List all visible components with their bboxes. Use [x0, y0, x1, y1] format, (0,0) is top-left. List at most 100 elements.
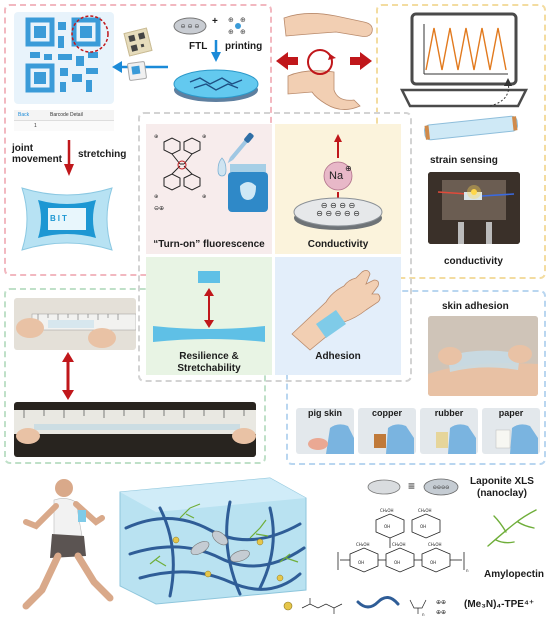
resilience-label: Resilience &Stretchability: [177, 351, 241, 374]
svg-text:⊖ ⊖ ⊖ ⊖ ⊖: ⊖ ⊖ ⊖ ⊖ ⊖: [316, 209, 360, 218]
gel-network-block: [119, 477, 307, 605]
svg-text:n: n: [466, 568, 469, 573]
svg-text:⊕: ⊕: [240, 28, 246, 36]
dropper-vial-icon: [217, 132, 268, 212]
svg-text:⊖⊖⊖⊖: ⊖⊖⊖⊖: [433, 485, 450, 491]
gel-block-small: [198, 271, 220, 283]
conductivity-photo-label: conductivity: [444, 256, 503, 267]
svg-text:OH: OH: [420, 524, 426, 529]
svg-text:⊕⊕: ⊕⊕: [436, 599, 446, 606]
paper-icon: [495, 424, 538, 454]
arrow-down-red: [64, 140, 74, 176]
substrate-copper: [358, 408, 416, 454]
dashed-curve-arrow: [489, 78, 512, 107]
arrow-down-blue: [211, 40, 221, 62]
svg-text:⊕: ⊕: [240, 16, 246, 24]
ruler-icon: [16, 313, 136, 348]
app-back-link[interactable]: Back: [18, 112, 30, 118]
svg-text:OH: OH: [358, 560, 364, 565]
mini-qr-icon: [128, 32, 146, 52]
arrow-stretch-updown: [62, 352, 74, 400]
laponite-disk-charged: ⊖⊖⊖⊖: [423, 478, 459, 496]
ion-charge: ⊕: [345, 164, 352, 173]
led-circuit-icon: [428, 172, 520, 244]
tpe-structure-icon: ⊕ ⊕ ⊕ ⊕ ⊖⊕: [154, 134, 206, 212]
long-ruler-icon: [14, 410, 256, 444]
tpe-molecule-icon: ⊕ ⊕ ⊕ ⊕: [228, 16, 246, 36]
stretching-label: stretching: [78, 149, 127, 160]
stretched-tag: [21, 187, 113, 251]
unstretched-photo: [14, 298, 136, 350]
svg-text:⊕: ⊕: [154, 194, 158, 200]
skin-adhesion-photo: [428, 316, 538, 396]
tpe-label: (Me₃N)₄-TPE⁴⁺: [464, 599, 535, 610]
skin-adhesion-label: skin adhesion: [442, 301, 509, 312]
frame-mid-right: [286, 290, 546, 465]
app-value-row: 1: [14, 121, 114, 131]
frame-mid-left: [4, 288, 266, 464]
svg-text:⊖⊕: ⊖⊕: [154, 205, 164, 212]
substrate-paper: [482, 408, 540, 454]
frame-center: [138, 112, 412, 382]
laponite-disk-gray: [367, 479, 401, 495]
printing-label: printing: [225, 41, 263, 52]
printed-qr-tag: [123, 27, 153, 57]
svg-text:⊕: ⊕: [228, 16, 234, 24]
hand-adhesion-icon: [291, 270, 381, 351]
rubber-icon: [436, 424, 476, 454]
ftl-label: FTL: [189, 41, 208, 52]
arrow-right-red: [350, 52, 372, 70]
svg-text:⊖ ⊖ ⊖: ⊖ ⊖ ⊖: [181, 23, 200, 30]
strain-sensing-label: strain sensing: [430, 155, 498, 166]
laptop-strain-plot: [399, 12, 529, 108]
svg-text:CH₂OH: CH₂OH: [428, 542, 442, 547]
stretched-photo: [14, 402, 256, 457]
gel-stretched-strip: [153, 326, 265, 342]
substrate-label-2: rubber: [434, 408, 464, 418]
amylopectin-label: Amylopectin: [484, 569, 545, 580]
turn-on-label: “Turn-on” fluorescence: [153, 239, 265, 250]
svg-text:CH₂OH: CH₂OH: [392, 542, 406, 547]
substrate-label-0: pig skin: [307, 408, 342, 418]
app-title: Barcode Detail: [50, 112, 83, 118]
substrate-pig-skin: [296, 408, 354, 454]
svg-text:⊕: ⊕: [202, 134, 206, 140]
svg-text:CH₂OH: CH₂OH: [380, 508, 394, 513]
substrate-rubber: [420, 408, 478, 454]
conductivity-label: Conductivity: [307, 239, 369, 250]
arrow-left-red: [276, 52, 298, 70]
svg-text:⊖ ⊖ ⊖ ⊖: ⊖ ⊖ ⊖ ⊖: [321, 201, 355, 210]
amylopectin-branch-icon: [487, 509, 537, 547]
qr-code-icon: [25, 15, 109, 93]
conductivity-photo: [428, 172, 520, 244]
copper-icon: [374, 424, 414, 454]
app-header-bar: Back Barcode Detail: [14, 110, 114, 121]
equiv-symbol: ≡: [408, 479, 416, 493]
ion-label: Na: [329, 170, 344, 182]
svg-text:OH: OH: [430, 560, 436, 565]
adhesion-label: Adhesion: [315, 351, 361, 362]
svg-text:OH: OH: [384, 524, 390, 529]
svg-text:OH: OH: [394, 560, 400, 565]
printed-gel-disk: [173, 69, 259, 102]
arrow-updown-red: [204, 288, 214, 328]
qr-code-screen: [14, 12, 114, 104]
clay-disk-icon: ⊖ ⊖ ⊖: [173, 17, 207, 35]
plus-sign: +: [212, 16, 218, 27]
app-value: 1: [34, 123, 37, 129]
substrate-label-1: copper: [371, 408, 402, 418]
svg-text:n: n: [422, 612, 425, 617]
tag-text: BIT: [50, 214, 69, 223]
skin-adhesion-icon: [428, 316, 538, 396]
pig-skin-icon: [308, 424, 354, 454]
substrate-label-3: paper: [498, 408, 524, 418]
uv-light-icon: [126, 60, 148, 82]
runner-illustration: [22, 479, 114, 610]
svg-text:CH₂OH: CH₂OH: [418, 508, 432, 513]
svg-text:⊕: ⊕: [228, 28, 234, 36]
svg-text:⊕⊕: ⊕⊕: [436, 609, 446, 616]
svg-text:⊕: ⊕: [202, 194, 206, 200]
legend-row-icons: n ⊕⊕ ⊕⊕: [283, 596, 446, 617]
